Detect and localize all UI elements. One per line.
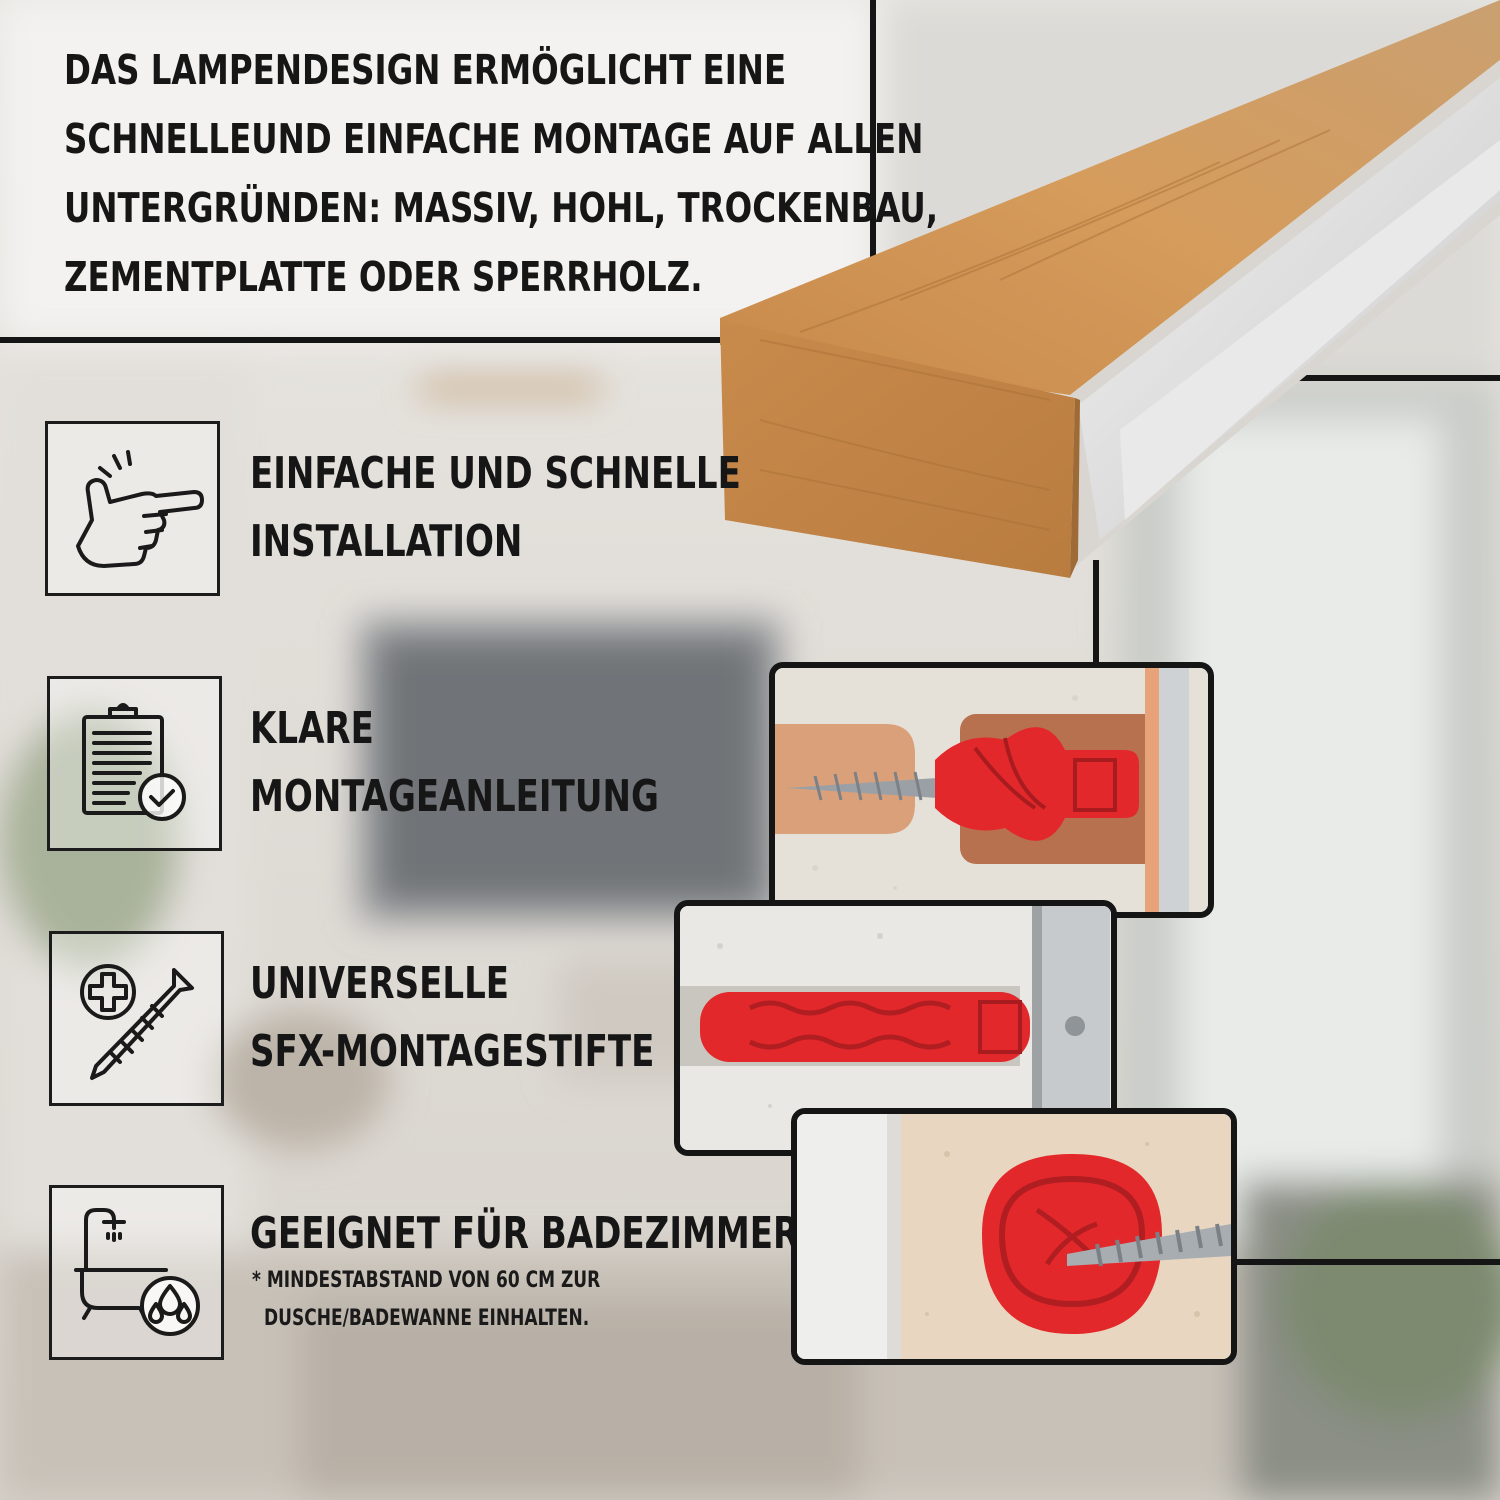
feature-instructions-line-2: Montageanleitung — [250, 771, 659, 822]
feature-mounting-pins-line-1: Universelle — [250, 958, 510, 1009]
feature-bathroom-line-1: Geeignet für Badezimmer — [250, 1208, 800, 1259]
photo-plasterboard-dowel — [791, 1108, 1237, 1365]
header-line-2: schnelleund einfache Montage auf allen — [64, 115, 924, 163]
feature-installation-line-2: Installation — [250, 516, 523, 567]
feature-mounting-pins: Universelle SFX-Montagestifte — [250, 950, 654, 1086]
note-line-1: * Mindestabstand von 60 cm zur — [252, 1268, 601, 1293]
header-line-4: Zementplatte oder Sperrholz. — [64, 253, 703, 301]
feature-instructions-line-1: Klare — [250, 703, 374, 754]
screw-icon — [49, 931, 224, 1106]
photo-hollow-wall-dowel — [769, 662, 1214, 918]
bathtub-water-icon — [49, 1185, 224, 1360]
note-line-2: Dusche/Badewanne einhalten. — [264, 1306, 590, 1331]
feature-instructions: Klare Montageanleitung — [250, 695, 659, 831]
feature-bathroom: Geeignet für Badezimmer — [250, 1200, 799, 1268]
feature-installation: Einfache und schnelle Installation — [250, 440, 741, 576]
photo-solid-wall-dowel — [674, 900, 1117, 1156]
header-text: Das Lampendesign ermöglicht eine schnell… — [64, 36, 939, 312]
feature-installation-line-1: Einfache und schnelle — [250, 448, 741, 499]
bathroom-distance-note: * Mindestabstand von 60 cm zur Dusche/Ba… — [252, 1262, 600, 1338]
feature-mounting-pins-line-2: SFX-Montagestifte — [250, 1026, 655, 1077]
wooden-lamp-beam — [720, 0, 1500, 578]
pointing-hand-icon — [45, 421, 220, 596]
clipboard-check-icon — [47, 676, 222, 851]
header-line-3: Untergründen: massiv, hohl, Trockenbau, — [64, 184, 939, 232]
header-line-1: Das Lampendesign ermöglicht eine — [64, 46, 787, 94]
